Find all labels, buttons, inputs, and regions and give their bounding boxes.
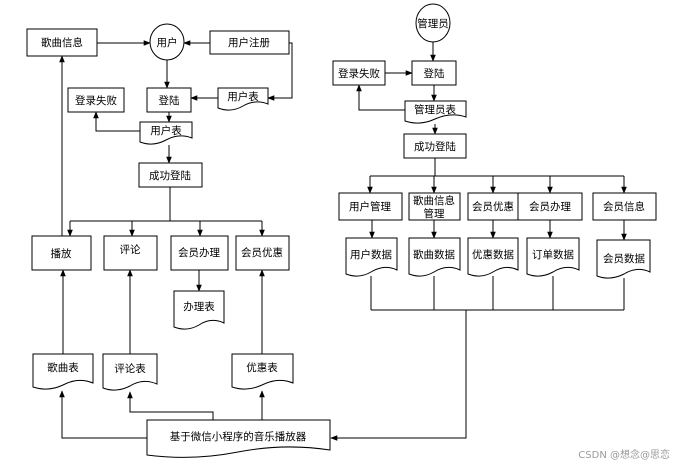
admin-table-label: 管理员表 <box>414 103 456 116</box>
left-login-fail-box: 登录失败 <box>67 87 125 113</box>
left-login-label: 登陆 <box>159 94 180 107</box>
right-login-fail-label: 登录失败 <box>338 67 380 80</box>
left-connectors <box>59 40 293 439</box>
right-login-success-box: 成功登陆 <box>403 133 467 159</box>
music-player-system-label: 基于微信小程序的音乐播放器 <box>170 430 307 443</box>
user-table-right-doc: 用户表 <box>217 87 269 111</box>
member-handle-label: 会员办理 <box>178 246 220 259</box>
user-table-mid-doc: 用户表 <box>139 121 193 145</box>
comment-table-label: 评论表 <box>114 362 146 375</box>
song-mgmt-box: 歌曲信息 管理 <box>408 192 461 221</box>
user-table-mid-label: 用户表 <box>150 124 182 137</box>
user-register-box: 用户注册 <box>209 30 290 55</box>
song-data-doc: 歌曲数据 <box>408 237 461 277</box>
play-box: 播放 <box>31 235 92 271</box>
left-login-success-label: 成功登陆 <box>149 169 191 182</box>
admin-label: 管理员 <box>417 17 449 30</box>
right-login-label: 登陆 <box>424 67 445 80</box>
user-label: 用户 <box>157 36 178 49</box>
user-table-right-label: 用户表 <box>227 90 259 103</box>
handle-table-label: 办理表 <box>183 300 215 313</box>
user-node: 用户 <box>149 23 185 61</box>
right-connectors <box>330 42 627 441</box>
left-login-box: 登陆 <box>146 87 192 113</box>
song-table-doc: 歌曲表 <box>32 353 94 390</box>
order-data-doc: 订单数据 <box>526 237 580 277</box>
admin-node: 管理员 <box>415 3 451 43</box>
song-table-label: 歌曲表 <box>47 361 79 374</box>
left-login-fail-label: 登录失败 <box>75 94 117 107</box>
comment-label: 评论 <box>120 243 141 256</box>
right-login-box: 登陆 <box>411 60 457 86</box>
right-login-success-label: 成功登陆 <box>414 140 456 153</box>
member-data-doc: 会员数据 <box>596 239 651 279</box>
right-member-handle-box: 会员办理 <box>517 192 583 221</box>
member-info-label: 会员信息 <box>603 200 645 213</box>
order-data-label: 订单数据 <box>532 248 574 261</box>
handle-table-doc: 办理表 <box>173 290 225 330</box>
discount-data-label: 优惠数据 <box>472 248 514 261</box>
admin-table-doc: 管理员表 <box>404 100 467 124</box>
song-mgmt-label-line2: 管理 <box>424 207 445 220</box>
user-mgmt-box: 用户管理 <box>338 192 403 221</box>
song-info-label: 歌曲信息 <box>41 36 83 49</box>
csdn-watermark: CSDN @想念@思恋 <box>578 448 670 461</box>
music-player-system-doc: 基于微信小程序的音乐播放器 <box>146 419 331 458</box>
user-data-doc: 用户数据 <box>345 237 398 277</box>
user-mgmt-label: 用户管理 <box>349 200 391 213</box>
member-discount-label: 会员优惠 <box>241 246 283 259</box>
song-mgmt-label-line1: 歌曲信息 <box>413 194 455 207</box>
member-info-box: 会员信息 <box>592 192 657 221</box>
song-info-box: 歌曲信息 <box>26 28 98 57</box>
member-data-label: 会员数据 <box>603 252 645 265</box>
comment-table-doc: 评论表 <box>102 353 158 391</box>
member-discount-box: 会员优惠 <box>235 235 290 271</box>
member-handle-box: 会员办理 <box>170 235 229 271</box>
left-login-success-box: 成功登陆 <box>138 162 203 188</box>
right-member-handle-label: 会员办理 <box>529 200 571 213</box>
discount-table-doc: 优惠表 <box>231 353 294 390</box>
user-register-label: 用户注册 <box>228 36 270 49</box>
user-data-label: 用户数据 <box>350 248 392 261</box>
play-label: 播放 <box>51 247 72 260</box>
comment-box: 评论 <box>103 235 158 271</box>
right-member-discount-label: 会员优惠 <box>472 200 514 213</box>
discount-data-doc: 优惠数据 <box>467 237 519 277</box>
song-data-label: 歌曲数据 <box>413 248 455 261</box>
right-login-fail-box: 登录失败 <box>332 60 386 86</box>
right-member-discount-box: 会员优惠 <box>467 192 519 221</box>
discount-table-label: 优惠表 <box>246 361 278 374</box>
